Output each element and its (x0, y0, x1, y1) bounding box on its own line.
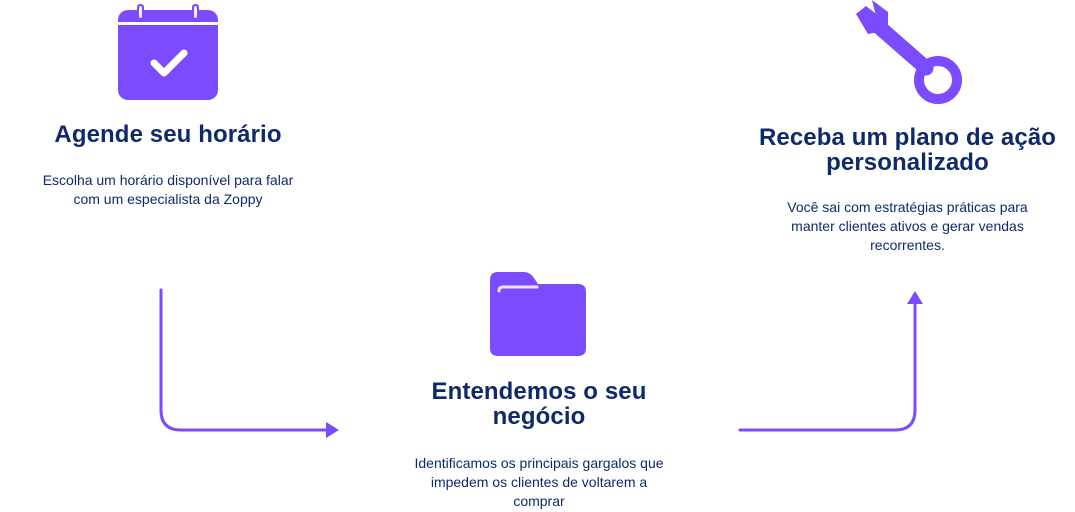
arrowhead-up (907, 291, 923, 304)
folder-icon (490, 272, 586, 356)
step-action-plan: Receba um plano de ação personalizado Vo… (730, 125, 1075, 255)
calendar-check-icon (118, 4, 218, 100)
step-understand-business: Entendemos o seu negócio Identificamos o… (339, 379, 739, 511)
step-schedule: Agende seu horário Escolha um horário di… (0, 122, 336, 209)
step-description-line: manter clientes ativos e gerar vendas (791, 218, 1024, 234)
step-title: Receba um plano de ação personalizado (730, 125, 1075, 175)
step-title-text: Agende seu horário (54, 121, 282, 148)
step-title-line: Receba um plano de ação (758, 124, 1057, 151)
step-description: Identificamos os principais gargalos que… (339, 454, 739, 511)
step-description-line: comprar (513, 493, 565, 509)
step-description-line: Escolha um horário disponível para falar (42, 172, 294, 188)
step-description-line: Você sai com estratégias práticas para (787, 199, 1028, 215)
step-title-line: Entendemos o seu (431, 378, 647, 405)
arrowhead-right (326, 422, 339, 438)
step-description: Escolha um horário disponível para falar… (0, 171, 336, 209)
step-title: Entendemos o seu negócio (339, 379, 739, 429)
step-description-line: Identificamos os principais gargalos que (414, 455, 664, 471)
connector-step1-to-step2 (159, 288, 328, 432)
step-title-line: personalizado (826, 149, 989, 176)
step-title: Agende seu horário (0, 122, 336, 147)
wrench-icon (856, 0, 962, 104)
step-description-line: recorrentes. (870, 237, 945, 253)
step-description: Você sai com estratégias práticas para m… (730, 198, 1075, 255)
step-description-line: impedem os clientes de voltarem a (430, 474, 648, 490)
connector-step2-to-step3 (738, 300, 917, 432)
step-title-line: negócio (492, 403, 586, 430)
step-description-line: com um especialista da Zoppy (73, 191, 263, 207)
